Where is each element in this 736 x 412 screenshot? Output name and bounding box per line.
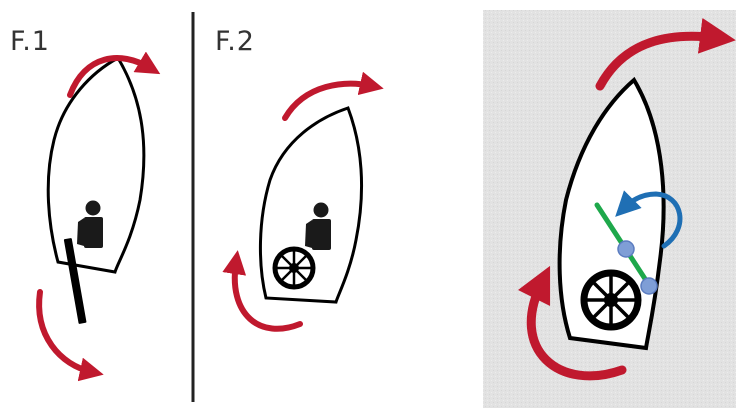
person-icon — [77, 200, 103, 248]
rotate-arrow-icon — [36, 289, 104, 382]
rotate-arrow-icon — [282, 71, 384, 121]
boat-hull-f1 — [46, 55, 146, 274]
panel-label-f2: F.2 — [215, 26, 255, 57]
rotation-arrow-icon — [615, 190, 683, 249]
panel-label-f1: F.1 — [10, 26, 50, 57]
panel-f1 — [36, 51, 161, 382]
rotate-arrow-icon — [222, 250, 303, 332]
rotate-arrow-icon — [595, 17, 736, 91]
pivot-dot-icon — [640, 277, 658, 295]
rotate-arrow-icon — [67, 51, 161, 98]
pivot-dot-icon — [617, 240, 635, 258]
tiller-icon — [63, 238, 87, 324]
person-icon — [305, 202, 331, 250]
panel-f2 — [222, 71, 384, 332]
boat-hull-detail — [557, 76, 666, 351]
rotate-arrow-icon — [517, 265, 627, 381]
wheel-icon — [272, 246, 316, 290]
wheel-icon — [580, 269, 642, 331]
panel-detail — [483, 10, 736, 408]
